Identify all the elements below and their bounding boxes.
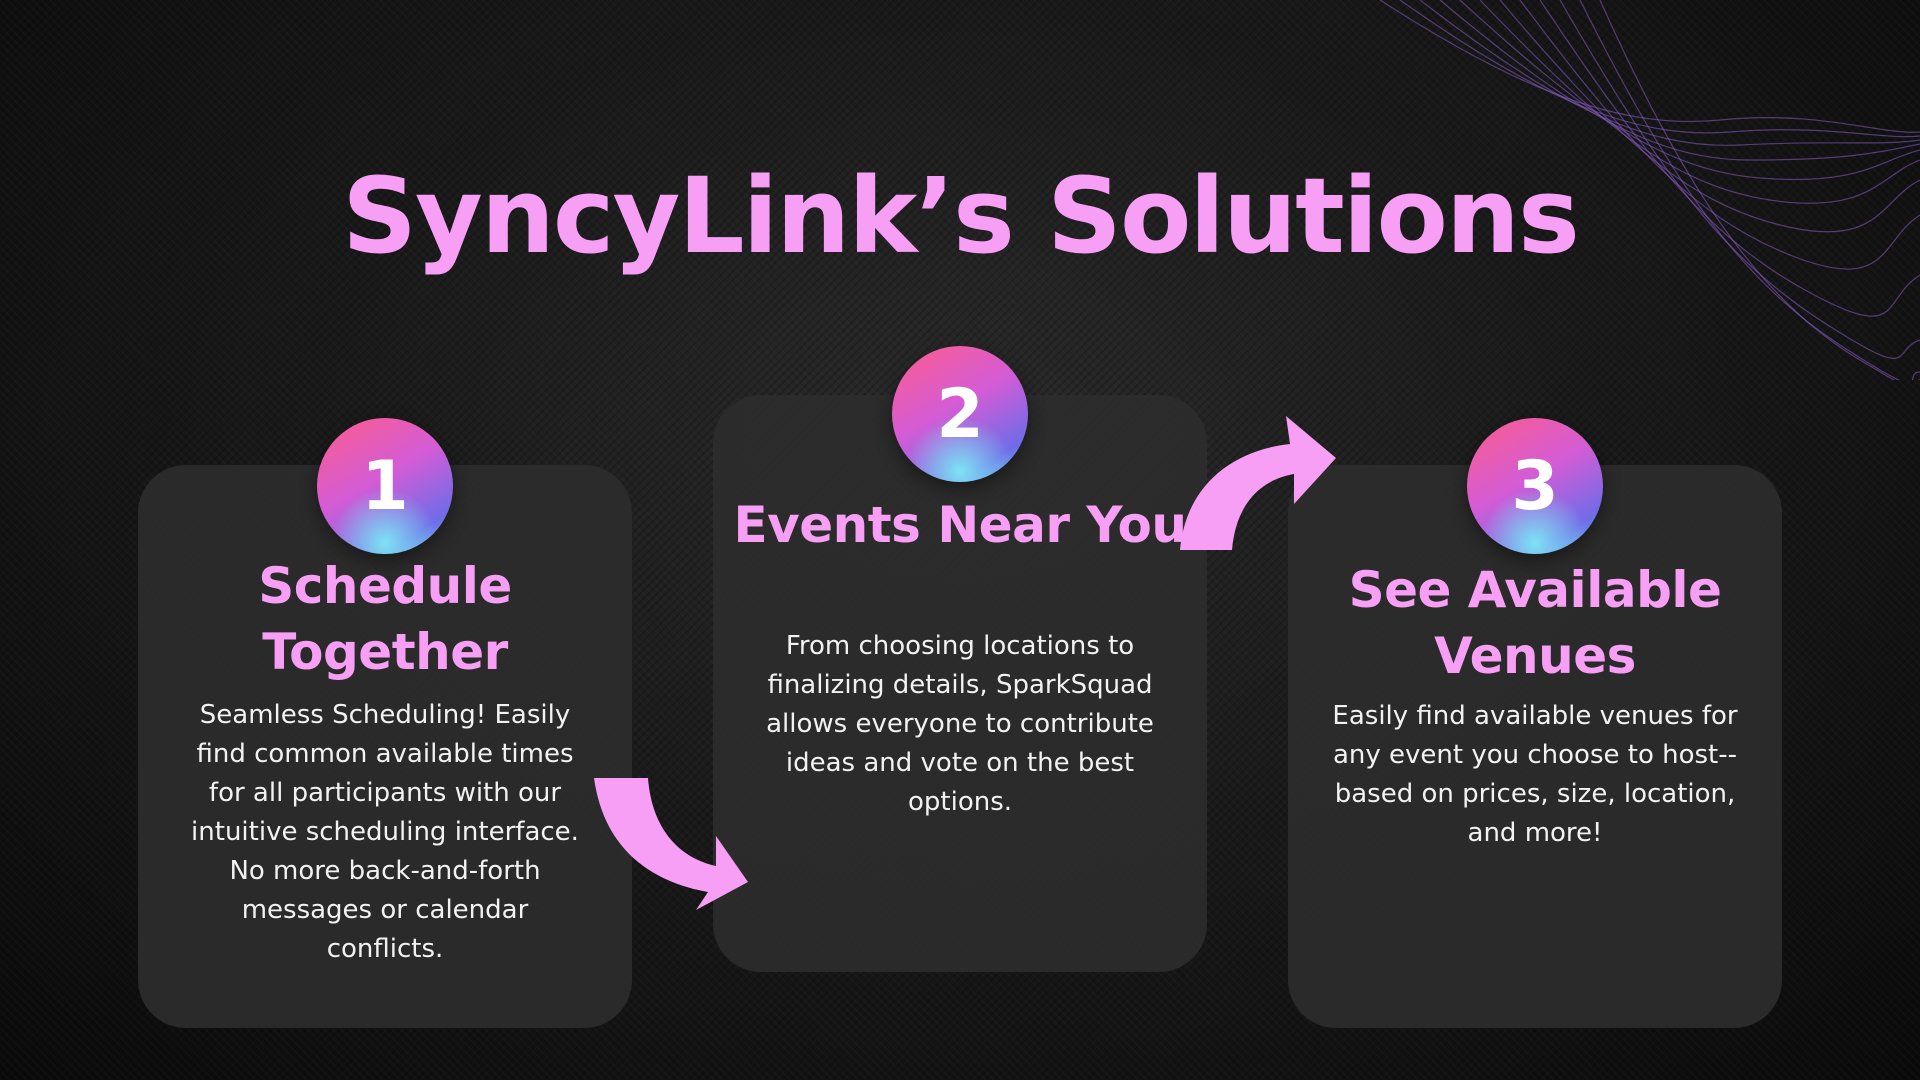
curved-arrow-down-right-icon (594, 778, 748, 910)
step-description-3: Easily find available venues for any eve… (1332, 701, 1738, 848)
step-title-2: Events Near You (733, 496, 1187, 554)
curved-arrow-up-right-icon (1180, 416, 1336, 550)
step-title-3: See Available Venues (1348, 561, 1722, 685)
step-number-badge-1: 1 (317, 418, 453, 554)
step-description-2: From choosing locations to finalizing de… (766, 631, 1154, 817)
page-title: SyncyLink’s Solutions (342, 155, 1580, 277)
step-card-1 (138, 465, 632, 1028)
step-title-1: Schedule Together (258, 557, 512, 681)
step-card-2 (713, 395, 1207, 972)
step-description-1: Seamless Scheduling! Easily find common … (191, 700, 579, 964)
step-number-badge-2: 2 (892, 346, 1028, 482)
decorative-wave-lines (1379, 0, 1920, 380)
step-card-3 (1288, 465, 1782, 1028)
step-number-badge-3: 3 (1467, 418, 1603, 554)
